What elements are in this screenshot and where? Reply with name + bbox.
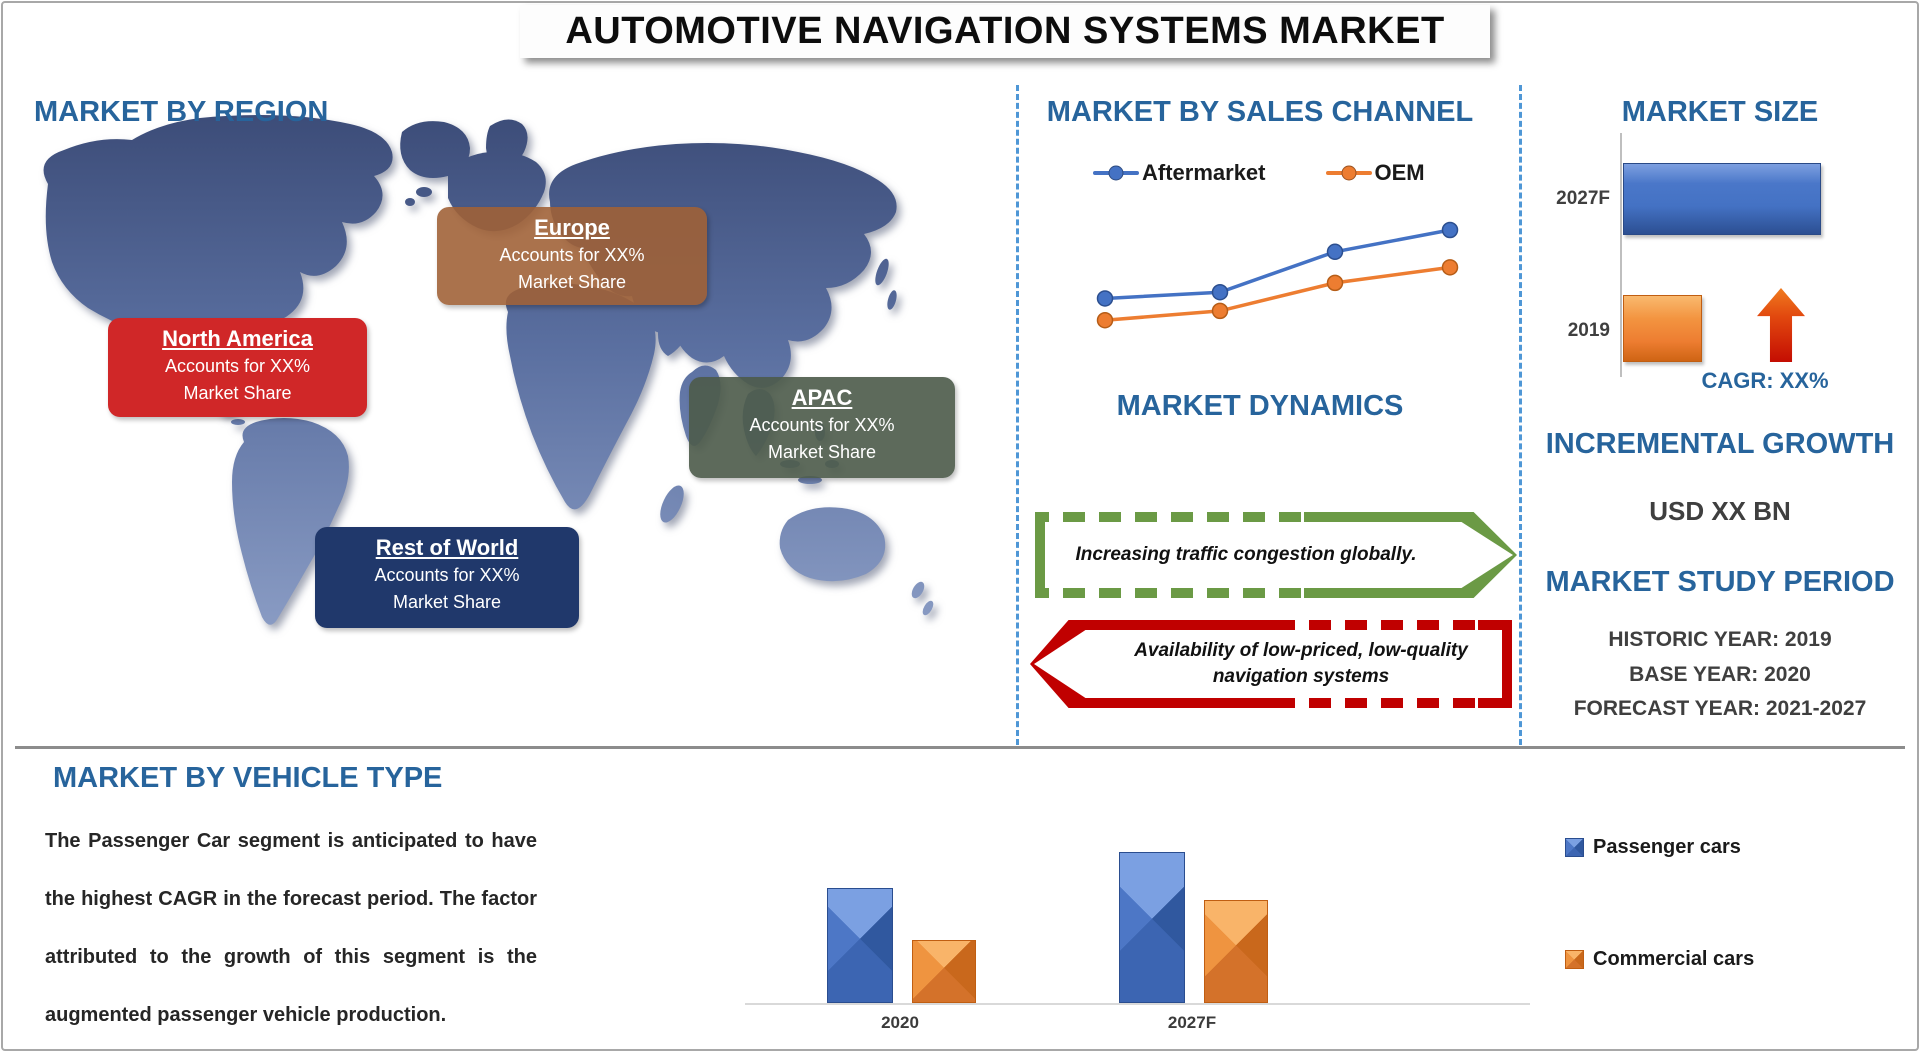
restraint-text-line2: navigation systems bbox=[1212, 666, 1390, 687]
marker-aftermarket bbox=[1096, 290, 1114, 307]
market-size-label-2027f: 2027F bbox=[1556, 188, 1610, 209]
x-label-2027f: 2027F bbox=[1167, 1013, 1217, 1032]
marker-oem bbox=[1096, 311, 1114, 329]
driver-text: Increasing traffic congestion globally. bbox=[1075, 544, 1417, 565]
restraint-banner: Availability of low-priced, low-quality … bbox=[1030, 620, 1512, 708]
study-base-year: BASE YEAR: 2020 bbox=[1629, 663, 1811, 686]
map-caribbean-island bbox=[231, 419, 245, 425]
vehicle-type-bar-chart: 2020 2027F bbox=[745, 848, 1530, 1032]
map-scandinavia bbox=[486, 119, 528, 174]
callout-apac: APAC Accounts for XX% Market Share bbox=[689, 377, 955, 478]
bar-passenger-cars-2027f bbox=[1119, 852, 1185, 1003]
callout-rest-of-world-share2: Market Share bbox=[392, 592, 502, 612]
callout-north-america-share2: Market Share bbox=[183, 383, 292, 403]
callout-apac-share2: Market Share bbox=[767, 442, 877, 462]
market-size-bar-2019 bbox=[1623, 295, 1702, 362]
map-south-america bbox=[232, 418, 349, 625]
vehicle-type-heading: MARKET BY VEHICLE TYPE bbox=[53, 762, 443, 794]
marker-aftermarket bbox=[1326, 243, 1344, 261]
map-british-isles bbox=[416, 187, 432, 197]
line-oem bbox=[1104, 265, 1451, 322]
callout-rest-of-world-name: Rest of World bbox=[375, 535, 519, 560]
aftermarket-line-marker-icon bbox=[1093, 165, 1139, 181]
map-indonesia bbox=[798, 476, 822, 484]
callout-north-america-share: Accounts for XX% bbox=[164, 356, 311, 376]
study-period-heading: MARKET STUDY PERIOD bbox=[1545, 566, 1895, 598]
oem-line-marker-icon bbox=[1325, 165, 1372, 181]
map-madagascar bbox=[660, 485, 684, 523]
callout-europe-name: Europe bbox=[534, 215, 610, 240]
map-caribbean-island bbox=[249, 427, 259, 433]
map-asia bbox=[549, 143, 897, 388]
bar-passenger-cars-2020 bbox=[827, 888, 893, 1003]
map-new-zealand bbox=[922, 600, 934, 616]
passenger-cars-swatch-icon bbox=[1565, 838, 1584, 857]
cagr-label: CAGR: XX% bbox=[1701, 368, 1829, 393]
legend-label-passenger-cars: Passenger cars bbox=[1593, 836, 1741, 858]
legend-item-aftermarket: Aftermarket bbox=[1093, 160, 1266, 186]
market-size-heading: MARKET SIZE bbox=[1621, 96, 1819, 128]
main-title: AUTOMOTIVE NAVIGATION SYSTEMS MARKET bbox=[565, 10, 1445, 52]
legend-label-aftermarket: Aftermarket bbox=[1142, 160, 1266, 185]
marker-oem bbox=[1441, 259, 1459, 276]
map-greenland bbox=[400, 121, 470, 178]
callout-europe: Europe Accounts for XX% Market Share bbox=[437, 207, 707, 305]
vertical-dashed-divider-left bbox=[1016, 85, 1019, 745]
callout-rest-of-world: Rest of World Accounts for XX% Market Sh… bbox=[315, 527, 579, 628]
legend-item-oem: OEM bbox=[1325, 160, 1425, 186]
market-size-label-2019: 2019 bbox=[1567, 320, 1610, 341]
callout-europe-share2: Market Share bbox=[517, 272, 627, 292]
region-heading: MARKET BY REGION bbox=[34, 96, 329, 128]
map-new-zealand bbox=[911, 581, 925, 599]
line-aftermarket bbox=[1104, 228, 1451, 301]
study-forecast-year: FORECAST YEAR: 2021-2027 bbox=[1573, 697, 1867, 720]
map-australia bbox=[779, 507, 886, 582]
callout-rest-of-world-share: Accounts for XX% bbox=[374, 565, 520, 585]
map-british-isles bbox=[405, 198, 415, 206]
study-historic-year: HISTORIC YEAR: 2019 bbox=[1608, 628, 1832, 651]
sales-channel-legend: Aftermarket OEM bbox=[1093, 160, 1425, 186]
vertical-dashed-divider-right bbox=[1519, 85, 1522, 745]
map-japan bbox=[875, 258, 889, 286]
commercial-cars-swatch-icon bbox=[1565, 950, 1584, 969]
sales-channel-line-chart bbox=[1096, 221, 1459, 329]
bar-commercial-cars-2020 bbox=[912, 940, 976, 1003]
callout-north-america: North America Accounts for XX% Market Sh… bbox=[108, 318, 367, 417]
market-size-bar-2027f bbox=[1623, 163, 1821, 235]
sales-channel-heading: MARKET BY SALES CHANNEL bbox=[1046, 96, 1474, 128]
incremental-growth-heading: INCREMENTAL GROWTH bbox=[1545, 428, 1895, 460]
legend-label-commercial-cars: Commercial cars bbox=[1593, 948, 1755, 970]
driver-banner: Increasing traffic congestion globally. bbox=[1035, 512, 1517, 598]
marker-aftermarket bbox=[1211, 283, 1229, 301]
legend-label-oem: OEM bbox=[1374, 160, 1425, 185]
market-size-axis bbox=[1620, 133, 1622, 377]
callout-north-america-name: North America bbox=[162, 326, 313, 351]
callout-europe-share: Accounts for XX% bbox=[499, 245, 645, 265]
restraint-text-line1: Availability of low-priced, low-quality bbox=[1134, 640, 1468, 661]
map-africa bbox=[505, 283, 656, 510]
marker-oem bbox=[1211, 302, 1229, 320]
callout-apac-share: Accounts for XX% bbox=[749, 415, 895, 435]
marker-oem bbox=[1326, 274, 1344, 292]
x-label-2020: 2020 bbox=[881, 1013, 919, 1032]
horizontal-divider bbox=[15, 746, 1905, 749]
legend-item-passenger-cars: Passenger cars bbox=[1565, 836, 1741, 859]
map-north-america bbox=[43, 115, 393, 415]
incremental-growth-value: USD XX BN bbox=[1649, 496, 1791, 526]
map-japan bbox=[887, 290, 897, 310]
vehicle-type-paragraph: The Passenger Car segment is anticipated… bbox=[45, 830, 537, 1026]
marker-aftermarket bbox=[1441, 221, 1459, 239]
legend-item-commercial-cars: Commercial cars bbox=[1565, 948, 1754, 971]
dynamics-heading: MARKET DYNAMICS bbox=[1116, 390, 1404, 422]
callout-apac-name: APAC bbox=[791, 385, 853, 410]
bar-commercial-cars-2027f bbox=[1204, 900, 1268, 1003]
main-title-banner: AUTOMOTIVE NAVIGATION SYSTEMS MARKET bbox=[520, 5, 1490, 58]
